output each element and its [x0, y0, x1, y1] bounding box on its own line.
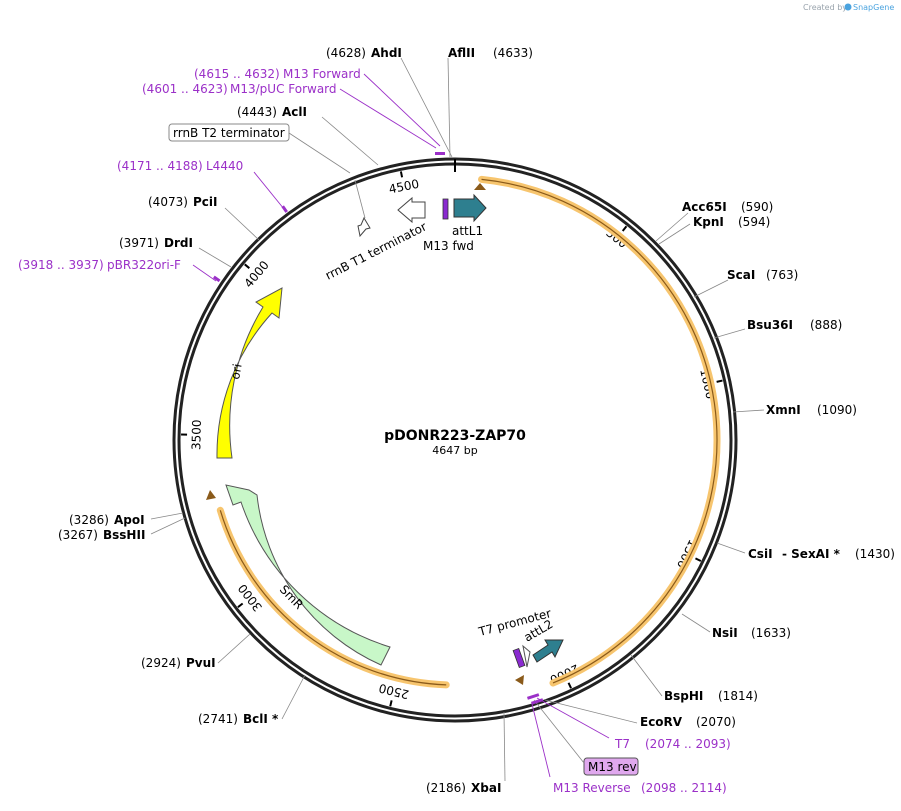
m13-forward-name: M13 Forward: [283, 67, 361, 81]
rrnb-t2-leader: [289, 133, 350, 173]
tick-label: 4500: [388, 177, 421, 197]
kpni-pos: (594): [738, 215, 770, 229]
ahdi-name: AhdI: [371, 46, 402, 60]
credit-prefix: Created by: [803, 3, 847, 12]
t7-name: T7: [614, 737, 630, 751]
pcii-pos: (4073): [148, 195, 188, 209]
tick-mark: [401, 171, 402, 177]
orf-arrowhead-left: [206, 490, 216, 500]
tick-mark: [623, 226, 627, 231]
rrnb-t1-label: rrnB T1 terminator: [323, 219, 429, 282]
tick-mark: [717, 381, 723, 382]
m13puc-forward-name: M13/pUC Forward: [230, 82, 337, 96]
xbai-name: XbaI: [471, 781, 501, 795]
attl2-feature: [533, 640, 563, 662]
m13puc-forward-range: (4601 .. 4623): [142, 82, 228, 96]
bsu36i-name: Bsu36I: [747, 318, 793, 332]
pcii-name: PciI: [193, 195, 218, 209]
m13fwd-label: M13 fwd: [423, 239, 474, 253]
bcli-pos: (2741): [198, 712, 238, 726]
tick-mark: [569, 683, 572, 688]
acc65i-pos: (590): [741, 200, 773, 214]
t7-primer-mark: [513, 649, 525, 668]
orf-arrowhead-top: [474, 183, 486, 190]
aflii-name: AflII: [448, 46, 475, 60]
ecorv-pos: (2070): [696, 715, 736, 729]
xmni-name: XmnI: [766, 403, 801, 417]
acli-name: AclI: [282, 105, 307, 119]
pvui-pos: (2924): [141, 656, 181, 670]
bsu36i-pos: (888): [810, 318, 842, 332]
bcli-name: BclI *: [243, 712, 279, 726]
pbr322ori-mark: [213, 276, 220, 282]
l4440-name: L4440: [206, 159, 243, 173]
t7-range: (2074 .. 2093): [645, 737, 731, 751]
sexai-name: - SexAI *: [782, 547, 841, 561]
rrnb-t2-label: rrnB T2 terminator: [173, 126, 285, 140]
tick-mark: [245, 264, 250, 268]
ahdi-pos: (4628): [326, 46, 366, 60]
m13-forward-range: (4615 .. 4632): [194, 67, 280, 81]
drdi-pos: (3971): [119, 236, 159, 250]
aflii-pos: (4633): [493, 46, 533, 60]
nsii-name: NsiI: [712, 626, 738, 640]
scai-name: ScaI: [727, 268, 755, 282]
rrnb-t1-feature: [398, 198, 425, 222]
drdi-name: DrdI: [164, 236, 193, 250]
m13fwd-feature: [443, 199, 448, 219]
rrnb-t1-leader: [355, 180, 365, 218]
plasmid-name: pDONR223-ZAP70: [384, 428, 526, 444]
ecorv-name: EcoRV: [640, 715, 683, 729]
tick-label: 2500: [377, 681, 410, 702]
bsphi-name: BspHI: [664, 689, 703, 703]
scai-pos: (763): [766, 268, 798, 282]
plasmid-length: 4647 bp: [432, 444, 477, 457]
pbr322ori-range: (3918 .. 3937): [18, 258, 104, 272]
tick-label: 4000: [241, 258, 271, 290]
bsphi-pos: (1814): [718, 689, 758, 703]
acc65i-name: Acc65I: [682, 200, 727, 214]
pvui-name: PvuI: [186, 656, 216, 670]
m13rev-leader: [534, 700, 584, 763]
smr-label: SmR: [277, 582, 306, 612]
m13-reverse-name: M13 Reverse: [553, 781, 631, 795]
ori-label: ori: [228, 363, 244, 381]
xbai-pos: (2186): [426, 781, 466, 795]
pbr322ori-name: pBR322ori-F: [107, 258, 181, 272]
csii-pos: (1430): [855, 547, 895, 561]
bsshii-pos: (3267): [58, 528, 98, 542]
tick-mark: [390, 700, 391, 706]
nsii-pos: (1633): [751, 626, 791, 640]
attl1-feature: [454, 195, 486, 221]
tick-mark: [238, 603, 243, 607]
l4440-range: (4171 .. 4188): [117, 159, 203, 173]
apoi-pos: (3286): [69, 513, 109, 527]
kpni-name: KpnI: [693, 215, 724, 229]
acli-pos: (4443): [237, 105, 277, 119]
credit-brand: SnapGene: [853, 3, 894, 12]
rrnb-t2-feature: [358, 218, 370, 236]
orf-arrowhead-bottom: [515, 675, 524, 685]
tick-mark: [695, 558, 700, 561]
m13-reverse-range: (2098 .. 2114): [641, 781, 727, 795]
apoi-name: ApoI: [114, 513, 145, 527]
ori-feature: [217, 288, 282, 458]
m13-forward-mark: [435, 152, 445, 155]
bsshii-name: BssHII: [103, 528, 145, 542]
xmni-pos: (1090): [817, 403, 857, 417]
tick-label: 3500: [189, 419, 204, 450]
attl1-label: attL1: [452, 224, 483, 238]
snapgene-logo-icon: [845, 4, 852, 11]
m13rev-label: M13 rev: [588, 760, 637, 774]
csii-name: CsiI: [748, 547, 773, 561]
